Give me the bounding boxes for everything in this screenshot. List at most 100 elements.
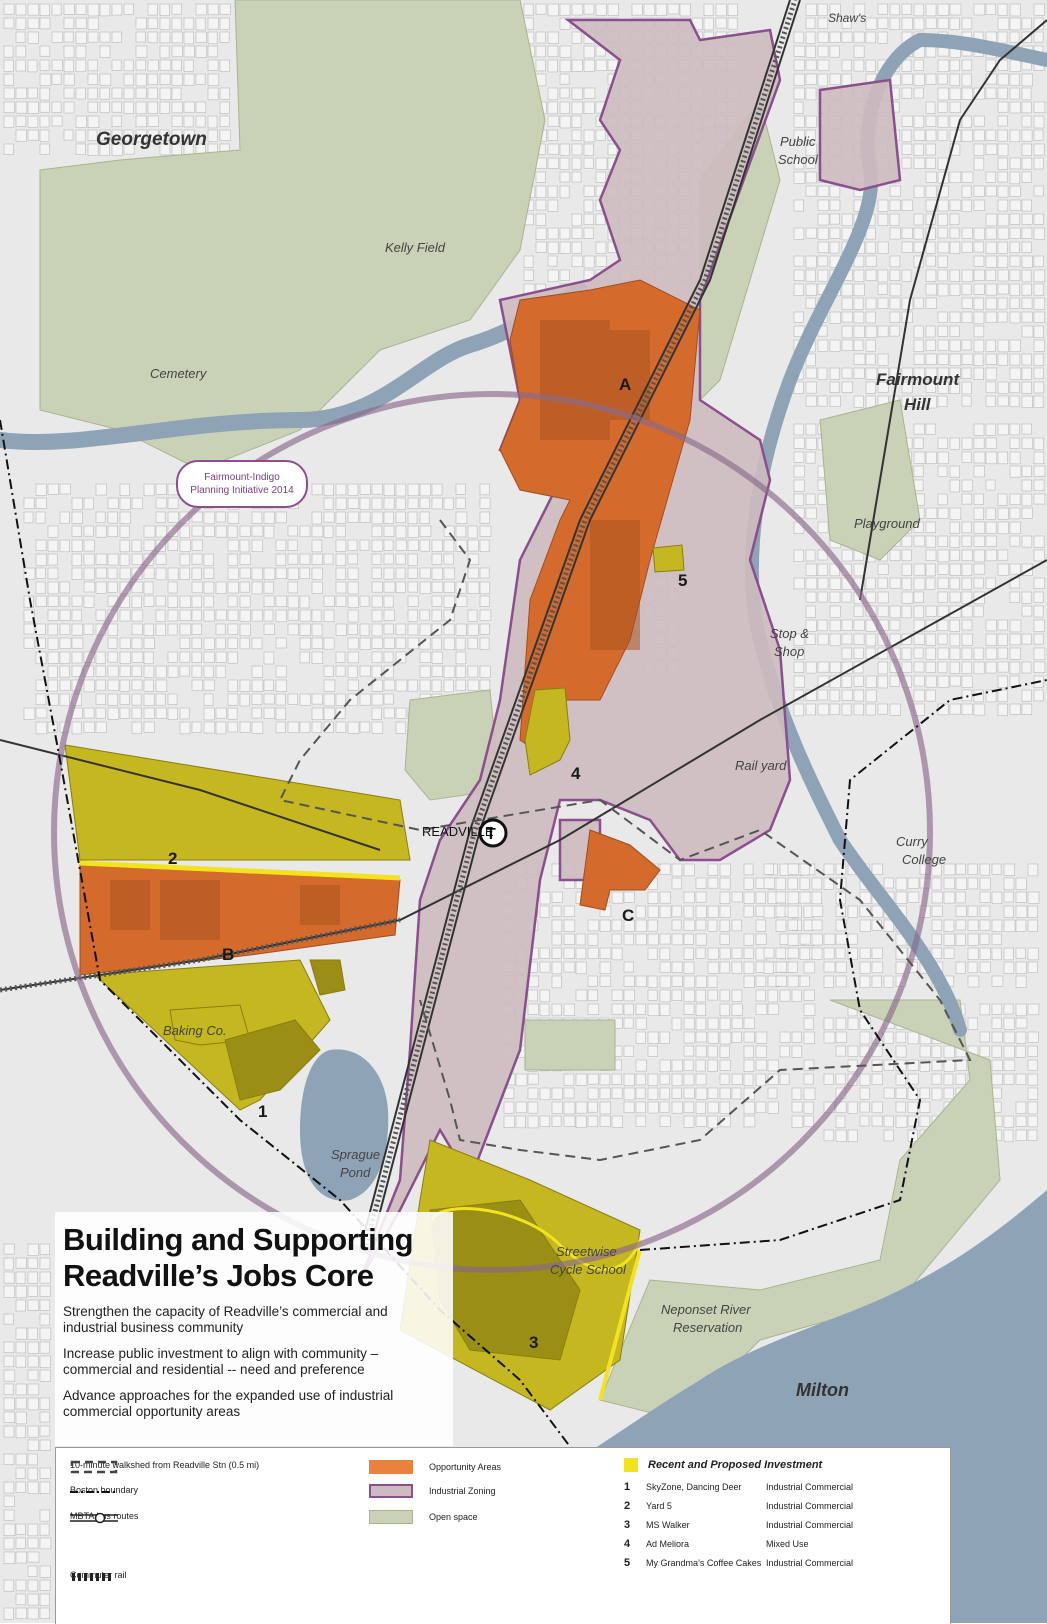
label-fairmount-hill-2: Hill [904,395,932,414]
fairmount-indigo-callout: Fairmount-Indigo Planning Initiative 201… [176,460,308,508]
half-mile-circle [51,391,933,1273]
investment-row: 4 Ad Meliora Mixed Use [624,1538,886,1550]
rail-main-2 [369,0,801,1251]
opportunity-buildings [110,320,650,940]
investment-type: Industrial Commercial [766,1520,854,1530]
opportunity-label-a: A [619,375,631,394]
opportunity-swatch [369,1460,413,1474]
industrial-zoning-north [818,78,902,192]
investment-row: 5 My Grandma’s Coffee Cakes Industrial C… [624,1557,886,1569]
label-neponset-2: Reservation [673,1320,742,1335]
label-baking-co: Baking Co. [163,1023,227,1038]
investment-label-3: 3 [529,1333,538,1352]
label-fairmount: Fairmount [876,370,960,389]
legend-bus-routes: MBTA bus routes [70,1511,138,1524]
rail-west [0,739,381,851]
label-playground: Playground [854,516,921,531]
walkshed-symbol-icon [70,1460,118,1474]
building [160,880,220,940]
investment-site-5 [652,544,685,573]
label-kelly-field: Kelly Field [385,240,446,255]
label-georgetown: Georgetown [96,129,207,150]
opportunity-label-b: B [222,945,234,964]
commuter-rail-lines [0,0,1047,1251]
investment-heading-label: Recent and Proposed Investment [648,1459,823,1471]
label-milton: Milton [796,1380,849,1400]
playground-open-space [819,399,921,561]
legend-industrial-zoning: Industrial Zoning [369,1484,496,1498]
legend-investment-heading: Recent and Proposed Investment [624,1458,822,1472]
investment-type: Industrial Commercial [766,1482,854,1492]
map-legend: 10-minute walkshed from Readville Stn (0… [55,1447,951,1624]
investment-road [598,1249,642,1401]
investment-name: My Grandma’s Coffee Cakes [646,1558,762,1568]
field-open-space [524,1019,616,1071]
label-curry-1: Curry [896,834,929,849]
legend-opportunity-areas: Opportunity Areas [369,1460,501,1474]
investment-label-4: 4 [571,764,581,783]
label-sprague-2: Pond [340,1165,371,1180]
building [610,330,650,420]
goal-1: Strengthen the capacity of Readville’s c… [63,1304,388,1335]
investment-swatch [624,1458,638,1472]
label-stop-shop-1: Stop & [770,626,809,641]
boston-boundary-east [639,679,1047,1251]
boston-boundary-west [0,419,601,1623]
label-rail-yard: Rail yard [735,758,787,773]
legend-boston-boundary-label: Boston boundary [70,1485,139,1495]
readville-station-icon [478,818,508,848]
title-panel: Building and Supporting Readville’s Jobs… [55,1212,453,1446]
investment-num: 1 [624,1481,631,1493]
investment-site-1a [169,1004,251,1046]
label-shaws: Shaw's [828,11,866,25]
investment-label-5: 5 [678,571,687,590]
industrial-drive [79,860,401,881]
investment-type: Industrial Commercial [766,1558,854,1568]
callout-line-1: Fairmount-Indigo [204,472,280,483]
sprague-pond [300,1049,389,1201]
investment-road-loop [430,1207,642,1271]
label-readville: READVILLE [422,824,494,839]
label-cemetery: Cemetery [150,366,208,381]
investment-row: 1 SkyZone, Dancing Deer Industrial Comme… [624,1481,886,1493]
rail-east [859,19,1047,601]
label-streetwise-1: Streetwise [556,1244,617,1259]
open-space-areas [39,0,1001,1421]
investment-name: Yard 5 [646,1501,672,1511]
legend-open-space: Open space [369,1510,478,1524]
label-stop-shop-2: Shop [774,644,804,659]
investment-num: 4 [624,1538,631,1550]
title-line-1: Building and Supporting [63,1222,414,1257]
label-public-school-1: Public [780,134,816,149]
building [110,880,150,930]
title-line-2: Readville’s Jobs Core [63,1258,374,1293]
goal-3: Advance approaches for the expanded use … [63,1388,394,1419]
opportunity-area-c [579,829,661,911]
building [590,520,640,650]
investment-type: Industrial Commercial [766,1501,854,1511]
callout-line-2: Planning Initiative 2014 [190,485,294,496]
investment-num: 5 [624,1557,631,1569]
investment-site-1b [224,1019,321,1101]
investment-site-small [309,959,346,996]
legend-zoning-label: Industrial Zoning [429,1486,496,1496]
investment-row: 3 MS Walker Industrial Commercial [624,1519,886,1531]
building [540,320,610,440]
label-curry-2: College [902,852,946,867]
zoning-swatch [369,1484,413,1498]
investment-name: SkyZone, Dancing Deer [646,1482,742,1492]
investment-label-2: 2 [168,849,177,868]
investment-num: 2 [624,1500,631,1512]
kelly-field-cemetery-open-space [39,0,546,471]
boundary-symbol-icon [70,1491,118,1493]
legend-walkshed: 10-minute walkshed from Readville Stn (0… [70,1460,259,1474]
investment-num: 3 [624,1519,631,1531]
legend-commuter-rail: Commuter rail [70,1570,127,1581]
walkshed-boundary [278,519,972,1162]
opportunity-label-c: C [622,906,634,925]
investment-name: MS Walker [646,1520,690,1530]
river-north [913,33,1047,67]
legend-opportunity-label: Opportunity Areas [429,1462,502,1472]
